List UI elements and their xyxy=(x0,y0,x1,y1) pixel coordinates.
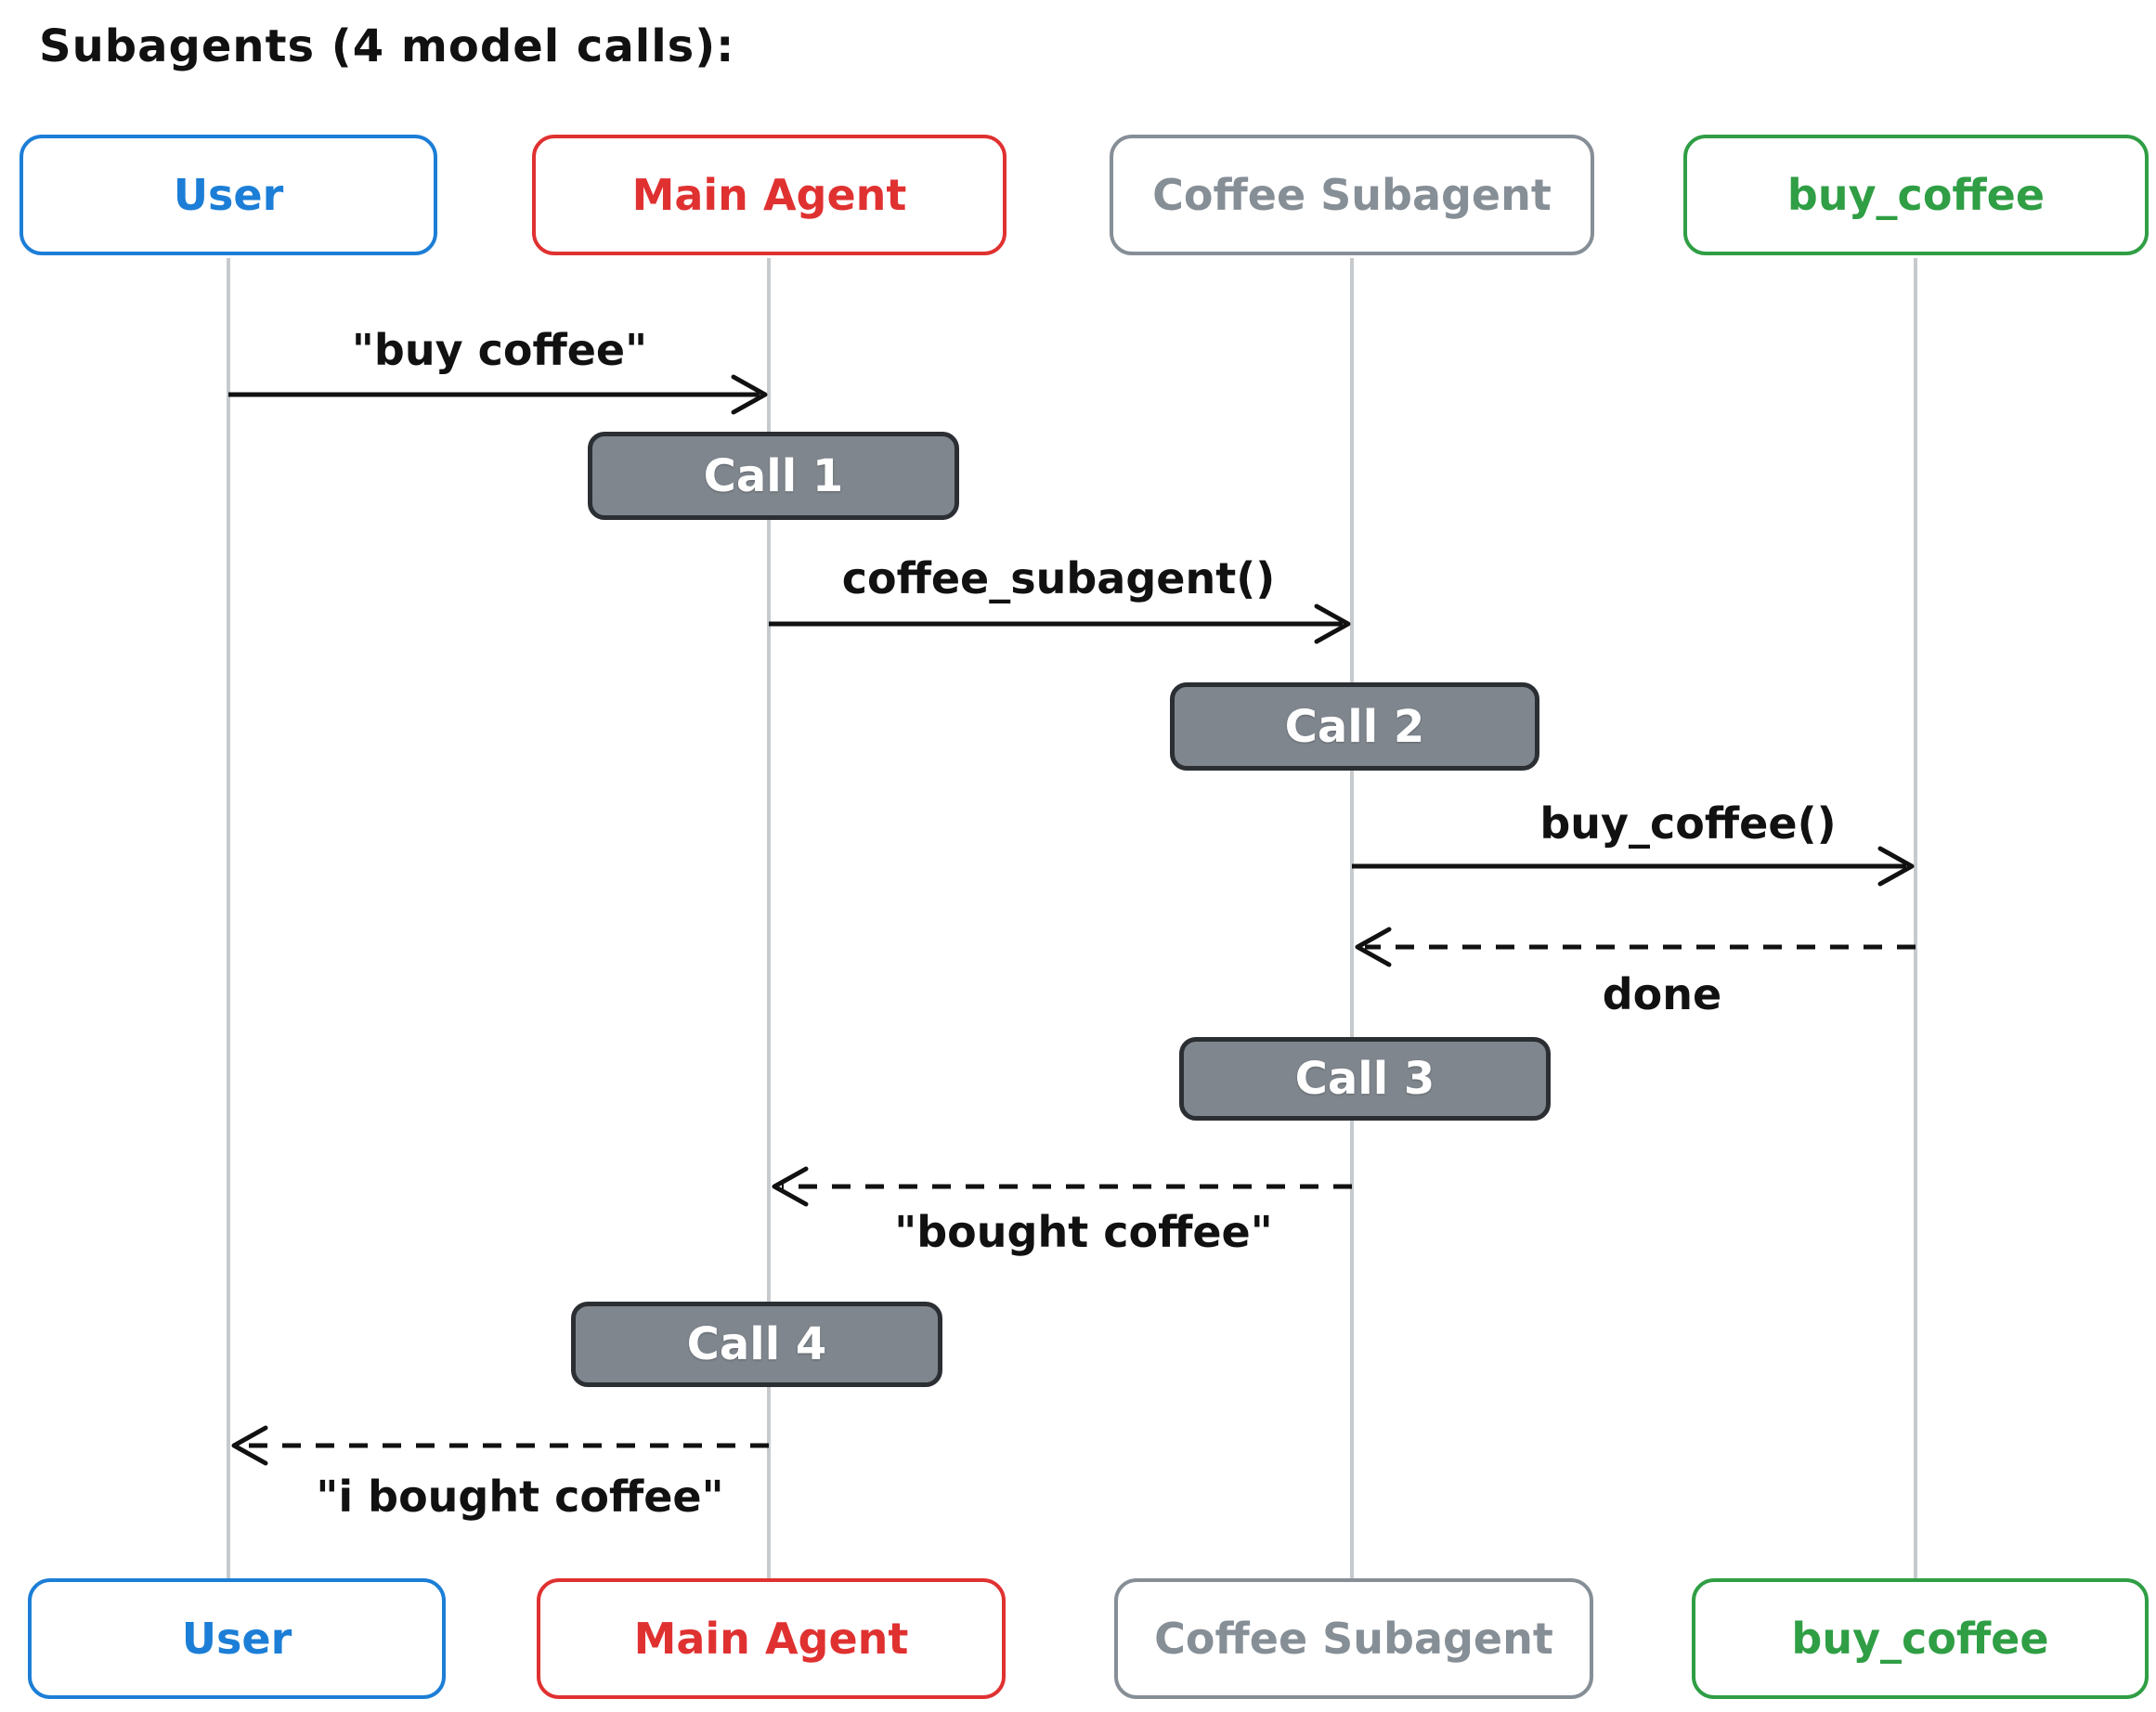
message-label-bought-coffee: "bought coffee" xyxy=(894,1207,1273,1257)
actor-box-coffee-subagent-top: Coffee Subagent xyxy=(1110,135,1594,255)
arrow-buy-coffee-request xyxy=(228,374,768,415)
arrow-i-bought-coffee-return xyxy=(231,1425,769,1466)
activation-call-1: Call 1 xyxy=(588,432,959,520)
diagram-title: Subagents (4 model calls): xyxy=(39,20,735,72)
message-label-done: done xyxy=(1602,969,1722,1019)
message-label-buy-coffee-call: buy_coffee() xyxy=(1539,798,1837,849)
arrow-bought-coffee-return xyxy=(772,1166,1352,1207)
message-label-i-bought-coffee: "i bought coffee" xyxy=(316,1472,724,1522)
actor-box-buy-coffee-top: buy_coffee xyxy=(1683,135,2149,255)
actor-box-user-bottom: User xyxy=(28,1578,446,1699)
activation-call-2: Call 2 xyxy=(1170,682,1539,771)
actor-box-main-agent-top: Main Agent xyxy=(532,135,1007,255)
arrow-done-return xyxy=(1355,927,1916,967)
actor-box-user-top: User xyxy=(19,135,437,255)
message-label-buy-coffee-request: "buy coffee" xyxy=(351,325,648,375)
message-label-coffee-subagent-call: coffee_subagent() xyxy=(841,553,1276,603)
actor-box-coffee-subagent-bottom: Coffee Subagent xyxy=(1114,1578,1593,1699)
actor-box-buy-coffee-bottom: buy_coffee xyxy=(1692,1578,2149,1699)
activation-call-3: Call 3 xyxy=(1179,1037,1551,1121)
arrow-coffee-subagent-call xyxy=(769,603,1351,644)
activation-call-4: Call 4 xyxy=(571,1302,942,1387)
actor-box-main-agent-bottom: Main Agent xyxy=(537,1578,1006,1699)
arrow-buy-coffee-call xyxy=(1352,846,1915,887)
